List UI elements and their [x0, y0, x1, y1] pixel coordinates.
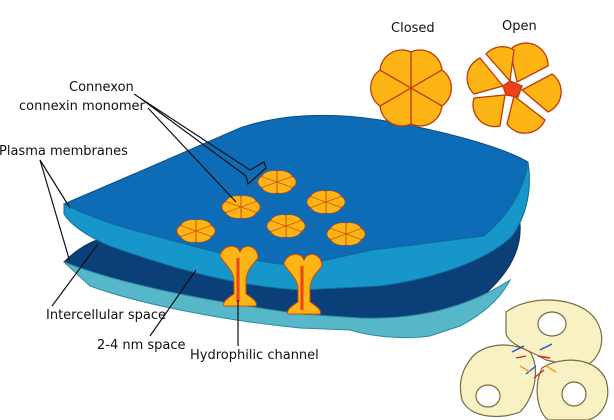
- label-2-4nm-space: 2-4 nm space: [97, 338, 186, 353]
- label-plasma-membranes: Plasma membranes: [0, 144, 128, 159]
- connexon-3: [222, 196, 260, 218]
- label-connexon: Connexon: [69, 80, 134, 95]
- connexon-2: [307, 191, 345, 213]
- closed-connexon-topview: [371, 50, 452, 126]
- connexon-1: [258, 171, 296, 193]
- connexon-6: [327, 223, 365, 245]
- cell-top-nucleus: [538, 312, 566, 336]
- label-intercellular-space: Intercellular space: [46, 308, 166, 323]
- cell-left-nucleus: [476, 385, 500, 407]
- open-connexon-topview: [467, 43, 561, 133]
- label-connexin-monomer: connexin monomer: [19, 99, 145, 114]
- plasma-membranes-leader-upper: [40, 160, 70, 208]
- label-closed: Closed: [391, 21, 435, 36]
- label-hydrophilic-channel: Hydrophilic channel: [190, 348, 319, 363]
- cell-right-nucleus: [562, 382, 586, 406]
- connexon-4: [267, 215, 305, 237]
- label-open: Open: [502, 19, 537, 34]
- cell-cluster: [460, 300, 607, 420]
- connexon-5: [177, 220, 215, 242]
